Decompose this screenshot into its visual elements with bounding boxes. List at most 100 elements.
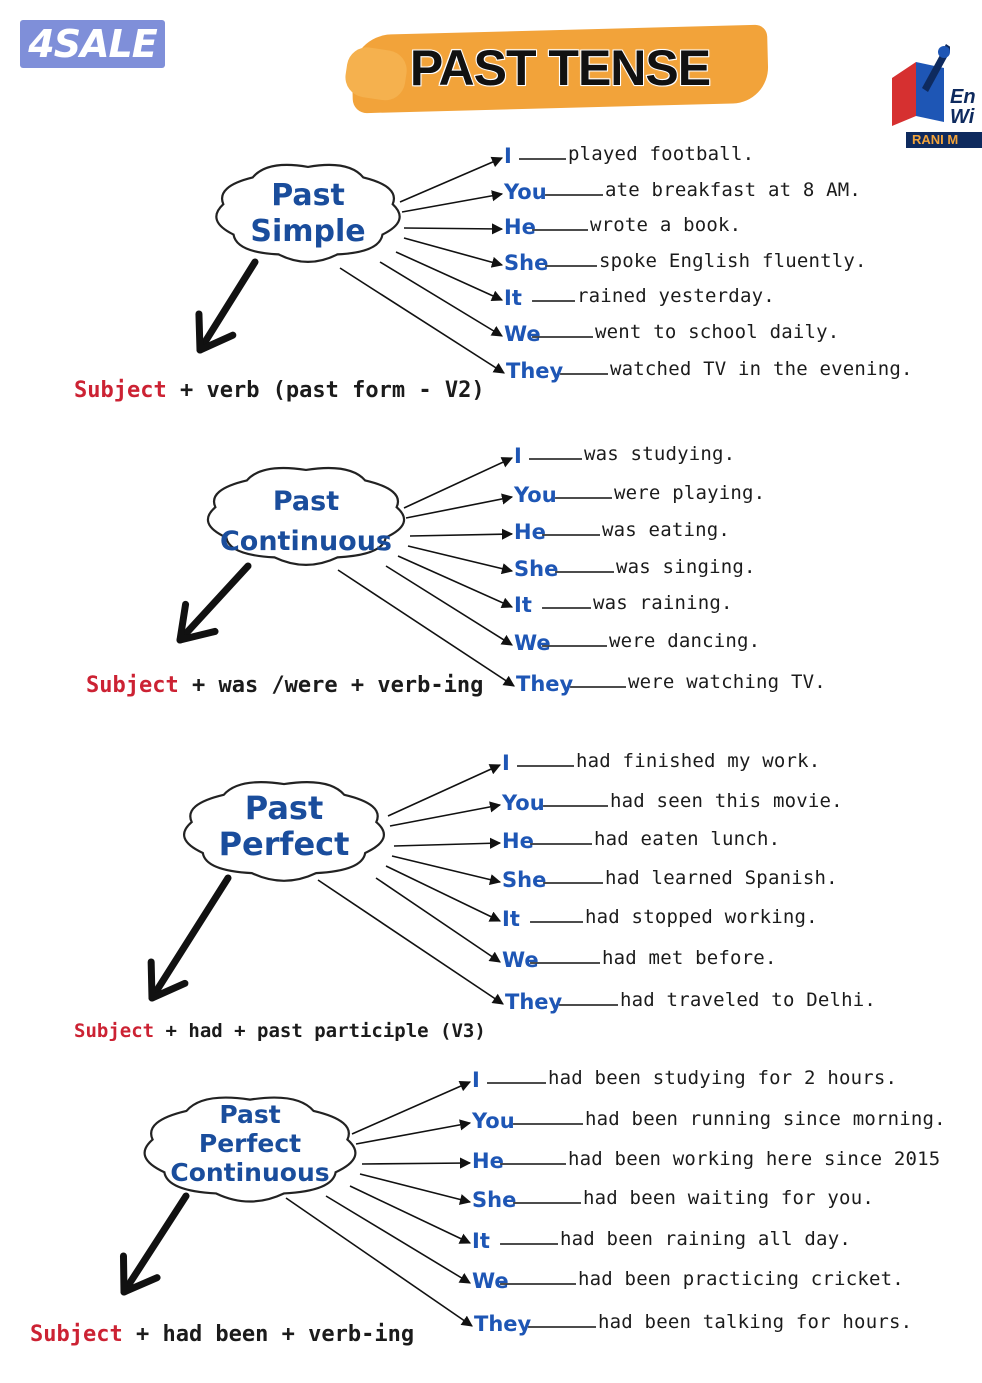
example-sentence: was studying.: [584, 442, 736, 465]
example-sentence: had stopped working.: [585, 905, 818, 928]
page-title: PAST TENSE: [409, 39, 712, 97]
connector-arrow: [405, 493, 514, 519]
example-sentence: wrote a book.: [590, 213, 742, 236]
connector-arrow: [389, 801, 502, 827]
example-sentence: went to school daily.: [595, 320, 840, 343]
formula-subject: Subject: [74, 378, 167, 403]
cloud-shape: [143, 1096, 357, 1203]
example-sentence: had seen this movie.: [610, 789, 843, 812]
subject-pronoun: I: [514, 443, 522, 468]
subject-pronoun: You: [504, 179, 547, 204]
connector-arrow: [395, 251, 504, 301]
connector-arrow: [385, 565, 513, 646]
example-sentence: had been running since morning.: [585, 1107, 946, 1130]
subject-pronoun: It: [472, 1228, 490, 1253]
example-sentence: had been practicing cricket.: [578, 1267, 904, 1290]
connector-arrow: [355, 1119, 472, 1145]
example-sentence: played football.: [568, 142, 755, 165]
subject-pronoun: I: [502, 750, 510, 775]
example-sentence: had traveled to Delhi.: [620, 988, 877, 1011]
example-sentence: rained yesterday.: [577, 284, 775, 307]
subject-pronoun: It: [514, 592, 532, 617]
example-sentence: had been studying for 2 hours.: [548, 1066, 898, 1089]
down-arrow-shaft: [176, 562, 252, 644]
brand-logo: En Wi RANI M: [886, 34, 982, 156]
subject-pronoun: We: [502, 947, 539, 972]
formula-structure: + was /were + verb-ing: [178, 673, 484, 698]
cloud-label-line: Past: [272, 486, 340, 517]
formula-structure: + verb (past form - V2): [166, 378, 485, 403]
connector-arrow: [393, 837, 502, 849]
subject-pronoun: They: [474, 1311, 532, 1336]
example-sentence: were playing.: [614, 481, 766, 504]
book-pen-icon: [892, 44, 950, 126]
connector-arrow: [339, 267, 505, 374]
connector-arrow: [325, 1195, 471, 1284]
cloud-label-line: Continuous: [170, 1158, 330, 1187]
connector-arrow: [285, 1197, 473, 1327]
connector-arrow: [385, 865, 502, 922]
down-arrow-head-icon: [176, 600, 219, 644]
example-sentence: had been working here since 2015: [568, 1147, 941, 1170]
subject-pronoun: They: [505, 989, 563, 1014]
example-sentence: ate breakfast at 8 AM.: [605, 178, 862, 201]
connector-arrow: [351, 1080, 472, 1135]
example-sentence: had finished my work.: [576, 749, 821, 772]
formula-structure: + had + past participle (V3): [154, 1020, 486, 1042]
down-arrow-head-icon: [195, 310, 237, 354]
connector-arrow: [409, 528, 514, 540]
example-sentence: were dancing.: [609, 629, 761, 652]
example-sentence: was raining.: [593, 591, 733, 614]
subject-pronoun: I: [504, 143, 512, 168]
down-arrow-shaft: [196, 258, 259, 354]
example-sentence: was eating.: [602, 518, 731, 541]
example-sentence: spoke English fluently.: [599, 249, 867, 272]
formula-subject: Subject: [30, 1322, 123, 1347]
example-sentence: had been talking for hours.: [598, 1310, 913, 1333]
cloud-label-line: Past: [244, 789, 324, 827]
connector-arrow: [403, 223, 504, 235]
example-sentence: watched TV in the evening.: [610, 357, 913, 380]
subject-pronoun: He: [504, 214, 536, 239]
down-arrow-shaft: [148, 874, 232, 1002]
formula-structure: + had been + verb-ing: [122, 1322, 415, 1347]
subject-pronoun: It: [502, 906, 520, 931]
subject-pronoun: She: [504, 250, 549, 275]
subject-pronoun: He: [514, 519, 546, 544]
connector-arrow: [387, 764, 502, 817]
subject-pronoun: You: [502, 790, 545, 815]
subject-pronoun: We: [504, 321, 541, 346]
down-arrow-head-icon: [119, 1252, 161, 1296]
formula-subject: Subject: [74, 1020, 155, 1042]
subject-pronoun: He: [472, 1148, 504, 1173]
connector-arrow: [359, 1173, 472, 1205]
cloud-label-line: Perfect: [198, 1129, 302, 1158]
connector-arrow: [375, 877, 501, 963]
subject-pronoun: You: [514, 482, 557, 507]
connector-arrow: [361, 1157, 472, 1169]
subject-pronoun: She: [502, 867, 547, 892]
cloud-shape: [206, 466, 406, 566]
connector-arrow: [317, 879, 504, 1005]
cloud-label-line: Past: [271, 178, 345, 213]
example-sentence: had met before.: [602, 946, 777, 969]
subject-pronoun: I: [472, 1067, 480, 1092]
past-continuous-formula: Subject + was /were + verb-ing: [86, 673, 483, 698]
past-simple-formula: Subject + verb (past form - V2): [74, 378, 485, 403]
sale-badge: 4SALE: [20, 20, 165, 68]
subject-pronoun: She: [472, 1187, 517, 1212]
example-sentence: had eaten lunch.: [594, 827, 781, 850]
cloud-shape: [215, 163, 401, 263]
down-arrow-shaft: [120, 1192, 190, 1296]
subject-pronoun: They: [516, 671, 574, 696]
connector-arrow: [349, 1185, 472, 1244]
cloud-label-line: Perfect: [218, 825, 350, 863]
example-sentence: were watching TV.: [628, 670, 826, 693]
connector-arrow: [399, 156, 504, 203]
connector-arrow: [397, 555, 514, 608]
logo-text-1: En: [950, 86, 976, 108]
